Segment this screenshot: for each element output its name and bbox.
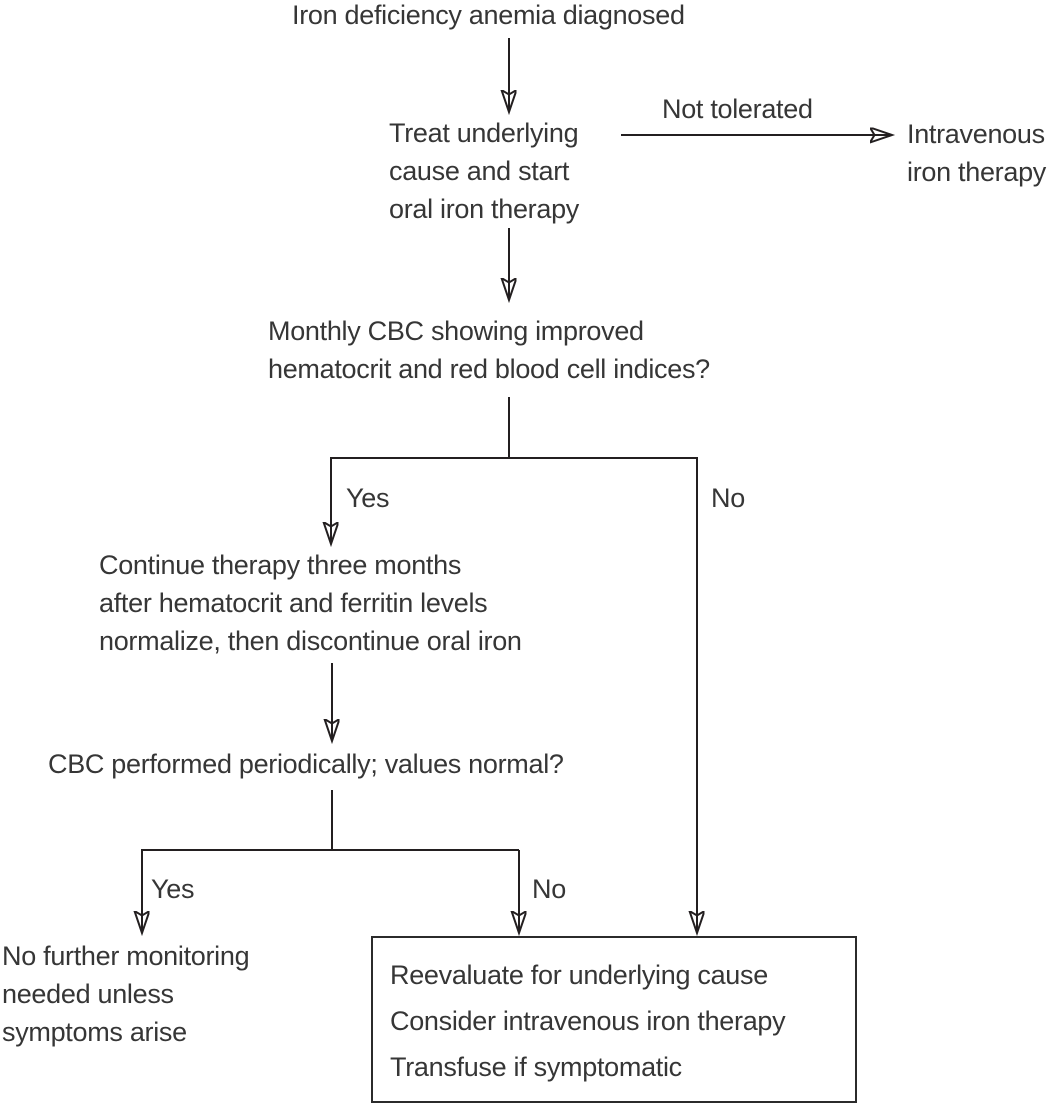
text-line: iron therapy bbox=[907, 157, 1046, 187]
text-line: No bbox=[711, 483, 745, 513]
edge-label-yes-2: Yes bbox=[151, 870, 194, 908]
node-treat-oral-iron: Treat underlying cause and start oral ir… bbox=[389, 114, 579, 228]
text-line: Transfuse if symptomatic bbox=[390, 1052, 682, 1082]
node-no-monitoring: No further monitoring needed unless symp… bbox=[2, 937, 250, 1051]
connector-monthly-cbc-branch bbox=[330, 397, 698, 459]
node-diagnosis: Iron deficiency anemia diagnosed bbox=[292, 0, 685, 34]
edge-label-no-1: No bbox=[711, 479, 745, 517]
node-iv-therapy: Intravenous iron therapy bbox=[907, 115, 1046, 191]
text-line: Continue therapy three months bbox=[99, 550, 462, 580]
text-line: Yes bbox=[346, 483, 390, 513]
text-line: Reevaluate for underlying cause bbox=[390, 960, 768, 990]
text-line: Monthly CBC showing improved bbox=[268, 316, 644, 346]
text-line: after hematocrit and ferritin levels bbox=[99, 588, 488, 618]
connector-periodic-cbc-branch bbox=[141, 790, 519, 851]
text-line: needed unless bbox=[2, 979, 174, 1009]
text-line: oral iron therapy bbox=[389, 194, 580, 224]
node-continue-therapy: Continue therapy three months after hema… bbox=[99, 546, 522, 660]
node-question-periodic-cbc: CBC performed periodically; values norma… bbox=[48, 745, 564, 783]
text-line: Iron deficiency anemia diagnosed bbox=[292, 0, 685, 30]
edge-label-not-tolerated: Not tolerated bbox=[662, 90, 813, 128]
text-line: hematocrit and red blood cell indices? bbox=[268, 354, 710, 384]
node-reevaluate-box: Reevaluate for underlying cause Consider… bbox=[390, 952, 786, 1090]
text-line: cause and start bbox=[389, 156, 570, 186]
node-question-monthly-cbc: Monthly CBC showing improved hematocrit … bbox=[268, 312, 710, 388]
text-line: Not tolerated bbox=[662, 94, 813, 124]
text-line: CBC performed periodically; values norma… bbox=[48, 749, 564, 779]
text-line: normalize, then discontinue oral iron bbox=[99, 626, 522, 656]
text-line: symptoms arise bbox=[2, 1017, 187, 1047]
text-line: No bbox=[532, 874, 566, 904]
text-line: Treat underlying bbox=[389, 118, 579, 148]
text-line: No further monitoring bbox=[2, 941, 250, 971]
edge-label-yes-1: Yes bbox=[346, 479, 389, 517]
reevaluate-box-outline bbox=[371, 936, 857, 1103]
text-line: Yes bbox=[151, 874, 195, 904]
edge-label-no-2: No bbox=[532, 870, 566, 908]
text-line: Intravenous bbox=[907, 119, 1045, 149]
text-line: Consider intravenous iron therapy bbox=[390, 1006, 786, 1036]
